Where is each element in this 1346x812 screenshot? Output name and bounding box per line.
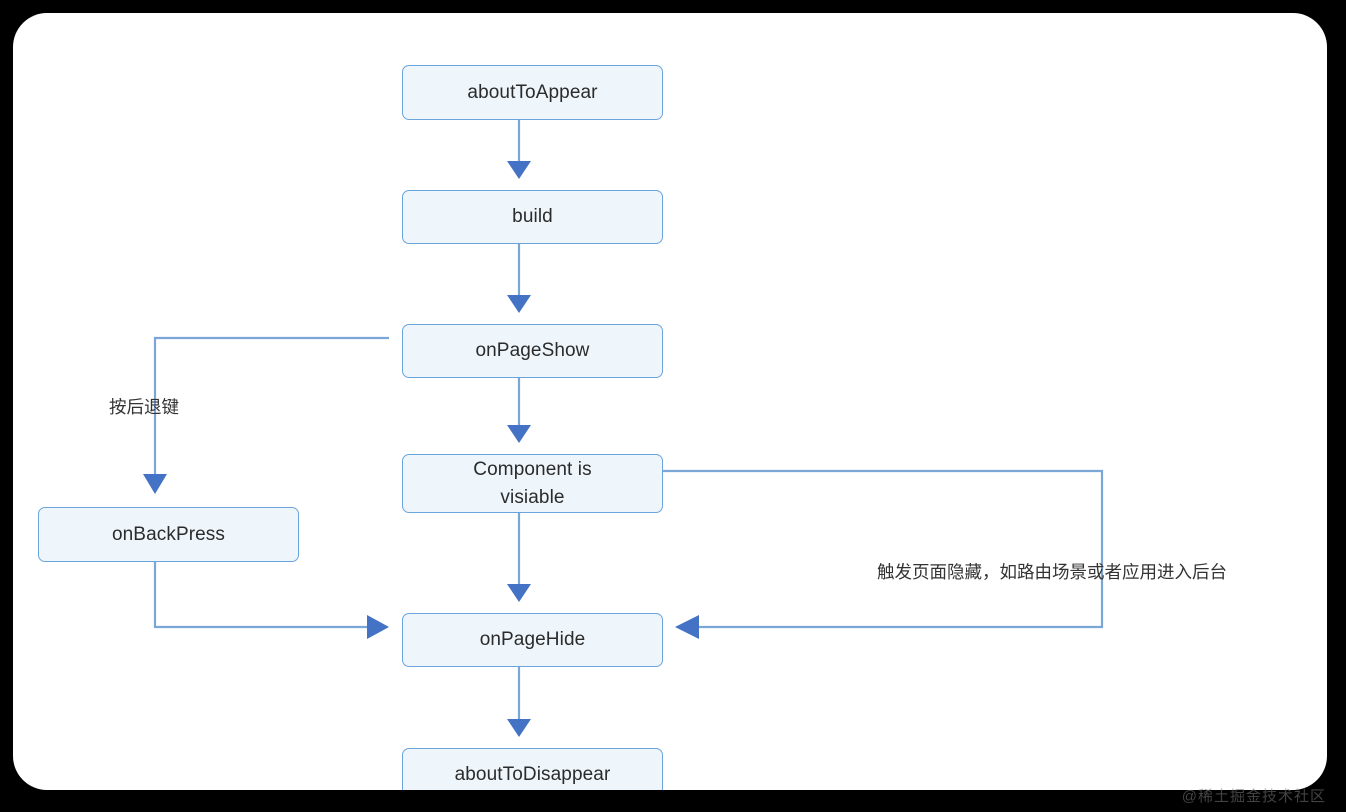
edge-label-back-key: 按后退键	[109, 397, 179, 417]
edge-label-page-hide-trigger: 触发页面隐藏，如路由场景或者应用进入后台	[877, 562, 1227, 582]
edge-componentVisible-onPageHide	[507, 500, 531, 602]
node-label: Component is visiable	[473, 458, 592, 508]
edge-onPageShow-onBackPress	[143, 336, 389, 494]
node-aboutToAppear[interactable]: aboutToAppear	[402, 65, 663, 120]
node-build[interactable]: build	[402, 190, 663, 244]
node-aboutToDisappear[interactable]: aboutToDisappear	[402, 748, 663, 790]
node-component-is-visiable[interactable]: Component is visiable	[402, 454, 663, 513]
node-label: onPageShow	[475, 340, 590, 362]
node-onBackPress[interactable]: onBackPress	[38, 507, 299, 562]
watermark: @稀土掘金技术社区	[1181, 788, 1326, 805]
edge-onBackPress-onPageHide	[153, 549, 389, 639]
connector-layer	[143, 107, 1104, 737]
diagram-canvas: aboutToAppear build onPageShow Component…	[13, 13, 1327, 790]
node-label: onPageHide	[479, 629, 586, 651]
node-label: build	[512, 206, 553, 228]
node-onPageHide[interactable]: onPageHide	[402, 613, 663, 667]
node-onPageShow[interactable]: onPageShow	[402, 324, 663, 378]
node-label: onBackPress	[111, 523, 226, 545]
edge-componentVisible-onPageHide-right	[650, 469, 1104, 639]
node-label: aboutToAppear	[467, 81, 598, 103]
node-label: aboutToDisappear	[454, 764, 611, 786]
flowchart: aboutToAppear build onPageShow Component…	[13, 13, 1327, 790]
